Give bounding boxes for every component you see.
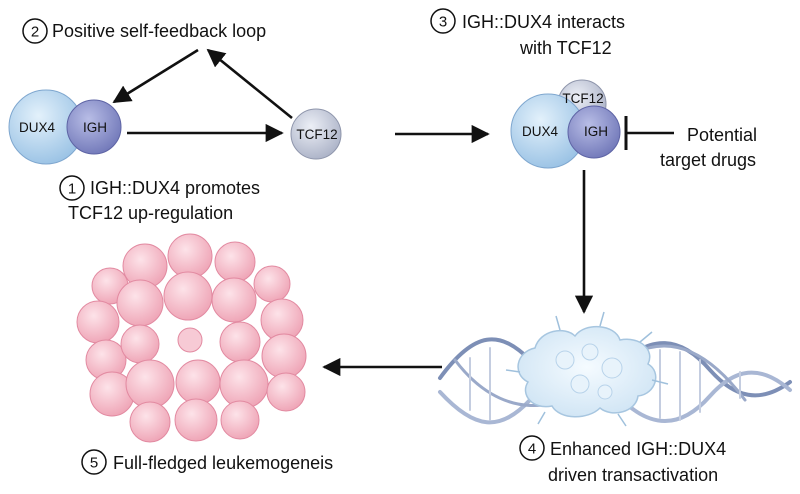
step-2-number: 2	[31, 24, 39, 41]
igh-label: IGH	[584, 124, 608, 139]
step-2-number-badge	[22, 18, 48, 44]
dux4-igh-complex-left: DUX4 IGH	[8, 89, 122, 165]
step-1-number: 1	[68, 181, 76, 198]
step-5-text: Full-fledged leukemogeneis	[113, 453, 333, 473]
step-3-label: 3 IGH::DUX4 interacts with TCF12	[430, 8, 625, 58]
step-3-number-badge	[430, 8, 456, 34]
dux4-label: DUX4	[19, 120, 56, 135]
inhibitor: Potential target drugs	[624, 116, 757, 170]
step-3-line1: IGH::DUX4 interacts	[462, 12, 625, 32]
ternary-complex: TCF12 DUX4 IGH	[510, 79, 621, 169]
dux4-label: DUX4	[522, 124, 559, 139]
igh-molecule	[66, 99, 122, 155]
feedback-arrow-from-tcf12	[206, 48, 293, 120]
tcf12-circle	[290, 108, 342, 160]
step-4-line2: driven transactivation	[548, 465, 718, 485]
igh-label: IGH	[83, 120, 107, 135]
igh-molecule	[567, 105, 621, 159]
transactivation-cloud	[505, 311, 669, 427]
inhibitor-line1: Potential	[687, 125, 757, 145]
step-1-line1: IGH::DUX4 promotes	[90, 178, 260, 198]
step-2-label: 2 Positive self-feedback loop	[22, 18, 266, 44]
step-1-number-badge	[59, 175, 85, 201]
step-5-number-badge	[81, 449, 107, 475]
tcf12-molecule-left: TCF12	[290, 108, 342, 160]
step-4-line1: Enhanced IGH::DUX4	[550, 439, 726, 459]
step-2-text: Positive self-feedback loop	[52, 21, 266, 41]
step-4-label: 4 Enhanced IGH::DUX4 driven transactivat…	[519, 435, 726, 485]
step-1-line2: TCF12 up-regulation	[68, 203, 233, 223]
step-5-label: 5 Full-fledged leukemogeneis	[81, 449, 333, 475]
leukemic-cell-cluster	[76, 233, 307, 443]
step-4-number: 4	[528, 441, 536, 458]
cloud-shape	[517, 325, 657, 418]
tcf12-label: TCF12	[562, 91, 603, 106]
step-3-line2: with TCF12	[519, 38, 612, 58]
feedback-arrow-to-complex	[112, 48, 199, 104]
step-5-number: 5	[90, 455, 98, 472]
step-1-label: 1 IGH::DUX4 promotes TCF12 up-regulation	[59, 175, 260, 223]
step-3-number: 3	[439, 14, 447, 31]
inhibitor-line2: target drugs	[660, 150, 756, 170]
tcf12-label: TCF12	[296, 127, 337, 142]
step-4-number-badge	[519, 435, 545, 461]
